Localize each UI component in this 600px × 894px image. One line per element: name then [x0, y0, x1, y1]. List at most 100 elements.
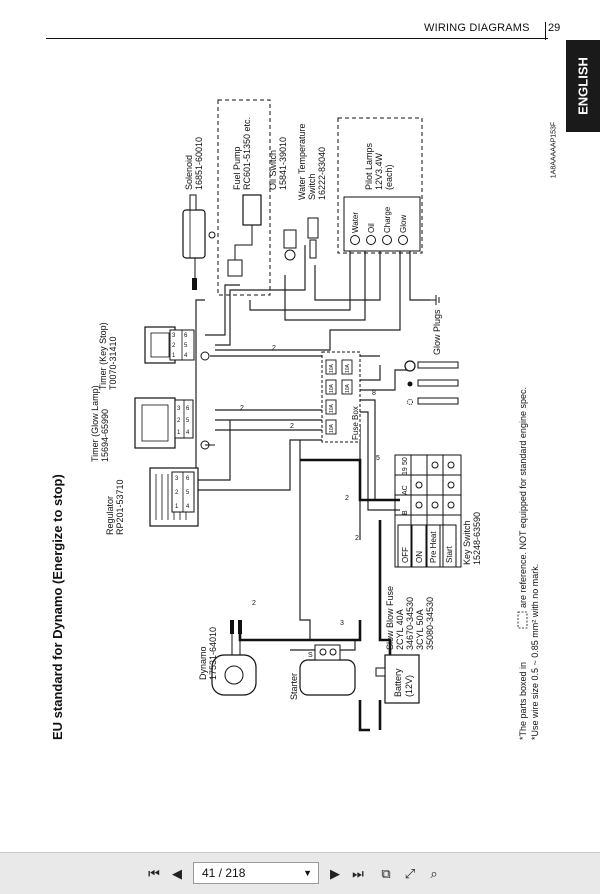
slow-blow-fuse-line2: 34670-34530 — [405, 597, 415, 650]
timer-key-terminal: 3 — [172, 333, 176, 339]
timer-key-terminal: 6 — [184, 333, 188, 339]
timer-glow-terminal: 6 — [186, 406, 190, 412]
timer-glow-part: 15694-65990 — [100, 409, 110, 462]
key-switch-row: Start — [445, 545, 454, 563]
wire-number: 2 — [355, 535, 359, 542]
pilot-lamp-label: Charge — [383, 206, 392, 233]
wire-number: 2 — [252, 600, 256, 607]
zoom-button[interactable]: ⌕ — [430, 866, 438, 881]
slow-blow-fuse: Slow Blow Fuse 2CYL 40A 34670-34530 3CYL… — [385, 586, 435, 650]
timer-glow-terminal: 1 — [177, 430, 181, 436]
ground-symbols — [205, 295, 440, 446]
key-switch-part: 15248-63590 — [472, 512, 482, 565]
previous-page-button[interactable]: ◀ — [172, 866, 182, 881]
regulator-terminal: 2 — [175, 490, 179, 496]
slow-blow-fuse-line1: 2CYL 40A — [395, 609, 405, 650]
first-page-button[interactable]: ⏮ — [148, 866, 160, 881]
key-switch-col: B — [402, 510, 409, 515]
water-temp-part: 16222-83040 — [317, 147, 327, 200]
pilot-lamps-spec: 12V3.4W — [374, 152, 384, 190]
solenoid: Solenoid 16851-60010 — [182, 137, 216, 290]
note-1-suffix: are reference. NOT equipped for standard… — [518, 387, 528, 608]
battery-name: Battery — [393, 668, 403, 697]
pilot-lamps-note: (each) — [384, 164, 394, 190]
header-rule — [46, 38, 548, 39]
diagram-title: EU standard for Dynamo (Energize to stop… — [50, 474, 65, 740]
glow-plugs-name: Glow Plugs — [432, 309, 442, 355]
timer-key-terminal: 5 — [184, 343, 188, 349]
timer-glow-terminal: 3 — [177, 406, 181, 412]
header-divider — [545, 22, 546, 40]
slow-blow-fuse-line4: 35080-34530 — [425, 597, 435, 650]
regulator-terminal: 3 — [175, 476, 179, 482]
fuse-rating: 10A — [345, 383, 351, 393]
dynamo-part: 17531-64010 — [208, 627, 218, 680]
key-switch-row: Pre Heat — [429, 531, 438, 563]
fuse-rating: 10A — [329, 423, 335, 433]
wire-number: 3 — [340, 620, 344, 627]
slow-blow-fuse-name: Slow Blow Fuse — [385, 586, 395, 650]
notes: *The parts boxed in are reference. NOT e… — [517, 387, 540, 740]
wire-number: 5 — [376, 455, 380, 462]
fuel-pump-name: Fuel Pump — [232, 146, 242, 190]
timer-glow-lamp: 1 2 3 4 5 6 Timer (Glow Lamp) 15694-6599… — [90, 385, 210, 462]
wire-number: 2 — [290, 423, 294, 430]
fuse-box-name: Fuse Box — [351, 406, 360, 440]
battery-voltage: (12V) — [404, 675, 414, 697]
regulator-part: RP201-53710 — [115, 479, 125, 535]
page-number: 29 — [548, 22, 561, 34]
fit-width-button[interactable]: ⤢ — [404, 866, 416, 881]
water-temp-switch: Water Temperature Switch 16222-83040 — [297, 123, 327, 259]
document-page: WIRING DIAGRAMS 29 ENGLISH 1A8AAAAAP153F… — [46, 22, 600, 740]
glow-plugs: Glow Plugs — [404, 309, 459, 405]
solenoid-name: Solenoid — [184, 155, 194, 190]
page-indicator: 41 / 218 — [202, 866, 246, 880]
pilot-lamp-label: Water — [351, 212, 360, 233]
key-switch: B AC 19 50 OFF ON Pre Heat Start Key Swi… — [394, 454, 482, 568]
next-page-button[interactable]: ▶ — [330, 866, 340, 881]
pdf-viewer-toolbar: ⏮ ◀ 41 / 218 ▼ ▶ ⏭ ⧉ ⤢ ⌕ — [0, 852, 600, 894]
oil-switch-name: Oil Switch — [268, 150, 278, 190]
thin-wires — [195, 245, 430, 651]
battery: Battery (12V) — [375, 654, 420, 704]
language-tab: ENGLISH — [566, 40, 600, 132]
starter-name: Starter — [289, 673, 299, 700]
dynamo-name: Dynamo — [198, 646, 208, 680]
timer-glow-terminal: 5 — [186, 418, 190, 424]
key-switch-col: AC — [402, 485, 409, 495]
key-switch-name: Key Switch — [462, 520, 472, 565]
note-2: *Use wire size 0.5 ~ 0.85 mm² with no ma… — [530, 564, 540, 740]
timer-key-part: T0070-31410 — [108, 336, 118, 390]
regulator-terminal: 4 — [186, 504, 190, 510]
page-number-dropdown[interactable]: 41 / 218 ▼ — [193, 862, 319, 884]
regulator-terminal: 1 — [175, 504, 179, 510]
key-switch-col: 50 — [402, 457, 409, 465]
fuse-rating: 10A — [329, 363, 335, 373]
water-temp-name2: Switch — [307, 173, 317, 200]
wire-number: 2 — [240, 405, 244, 412]
oil-switch: Oil Switch 15841-39010 — [268, 137, 297, 261]
pilot-lamp-label: Oil — [367, 223, 376, 233]
fuse-rating: 10A — [329, 383, 335, 393]
water-temp-name1: Water Temperature — [297, 123, 307, 200]
key-switch-row: ON — [415, 551, 424, 563]
pilot-lamps-name: Pilot Lamps — [364, 142, 374, 190]
pilot-lamp-label: Glow — [399, 215, 408, 233]
last-page-button[interactable]: ⏭ — [352, 866, 364, 881]
starter-terminal: S — [308, 652, 313, 659]
timer-key-name: Timer (Key Stop) — [98, 322, 108, 390]
regulator: 1 2 3 4 5 6 Regulator RP201-53710 — [105, 467, 199, 535]
wire-number: 2 — [345, 495, 349, 502]
timer-key-terminal: 1 — [172, 353, 176, 359]
timer-key-stop: 1 2 3 4 5 6 Timer (Key Stop) T0070-31410 — [98, 322, 210, 390]
fit-page-button[interactable]: ⧉ — [381, 866, 391, 881]
fuse-box: 10A 10A 10A 10A 10A 10A Fuse Box — [321, 351, 361, 443]
fuel-pump-part: RC601-51350 etc. — [242, 117, 252, 190]
regulator-terminal: 5 — [186, 490, 190, 496]
section-title: WIRING DIAGRAMS — [424, 22, 530, 34]
note-1-prefix: *The parts boxed in — [518, 662, 528, 740]
key-switch-row: OFF — [401, 547, 410, 563]
note-dashed-box-sample — [517, 611, 528, 629]
key-switch-col: 19 — [402, 467, 409, 475]
oil-switch-part: 15841-39010 — [278, 137, 288, 190]
